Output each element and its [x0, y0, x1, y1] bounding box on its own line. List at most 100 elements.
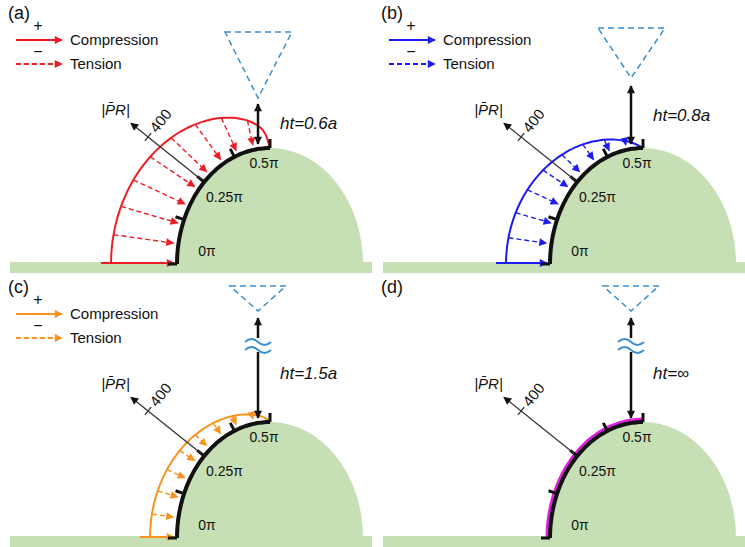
arc-tick	[230, 149, 234, 157]
compression-arrow	[496, 262, 547, 264]
sign-label: +	[406, 17, 415, 35]
pressure-axis	[504, 123, 574, 179]
tension-arrow	[247, 120, 252, 144]
legend-sample	[16, 39, 62, 41]
axis-label: |P̄R|	[101, 101, 130, 118]
height-label: ht=∞	[653, 365, 689, 384]
tension-arrow	[150, 157, 194, 187]
arc-tick	[176, 491, 185, 494]
arc-tick	[168, 537, 177, 540]
arc-tick	[642, 413, 645, 422]
pressure-axis	[131, 123, 201, 179]
angle-label: 0.5π	[622, 430, 651, 445]
tension-arrow	[195, 124, 220, 159]
axis-value: 400	[146, 106, 175, 136]
tension-arrow	[508, 238, 546, 243]
panel-art	[383, 286, 745, 547]
panel-tag: (c)	[8, 278, 29, 298]
panel-tag: (a)	[8, 4, 30, 24]
angle-label: 0.25π	[206, 191, 243, 206]
tension-arrow	[171, 138, 206, 172]
tension-arrow	[543, 170, 568, 187]
arc-tick	[168, 263, 177, 266]
tip-outline	[603, 286, 659, 311]
break-symbol	[618, 347, 644, 353]
tension-arrow	[114, 235, 174, 243]
particle-dome	[177, 422, 363, 538]
tip-outline	[225, 32, 292, 98]
tension-arrow	[195, 435, 206, 446]
break-symbol	[245, 339, 271, 345]
tension-arrow	[158, 491, 178, 497]
legend-sample	[16, 313, 62, 315]
pressure-envelope	[111, 118, 270, 264]
tip-outline	[230, 286, 286, 311]
sign-label: −	[33, 43, 42, 61]
break-symbol	[245, 347, 271, 353]
arc-tick	[603, 149, 607, 157]
height-arrow	[257, 318, 260, 418]
arc-tick	[269, 139, 272, 148]
sign-label: −	[406, 43, 415, 61]
arc-tick	[541, 263, 550, 266]
tension-arrow	[133, 180, 185, 204]
height-label: ht=1.5a	[280, 365, 337, 384]
tension-arrow	[221, 118, 236, 151]
legend-text: Tension	[70, 56, 122, 73]
axis-tick	[518, 133, 524, 141]
sign-label: −	[33, 317, 42, 335]
panel-tag: (d)	[381, 278, 403, 298]
axis-label: |P̄R|	[474, 101, 503, 118]
height-label: ht=0.6a	[280, 115, 337, 134]
angle-label: 0.25π	[206, 465, 243, 480]
angle-label: 0.5π	[249, 430, 278, 445]
break-gap	[245, 338, 271, 352]
axis-value: 400	[519, 106, 548, 136]
sign-label: +	[33, 291, 42, 309]
angle-label: 0.5π	[622, 156, 651, 171]
axis-tick	[145, 133, 151, 141]
arc-tick	[230, 423, 234, 431]
pressure-axis	[504, 397, 574, 453]
tension-arrow	[583, 144, 594, 159]
arc-tick	[603, 423, 607, 431]
angle-label: 0.25π	[579, 191, 616, 206]
height-label: ht=0.8a	[653, 107, 710, 126]
angle-label: 0.5π	[249, 156, 278, 171]
angle-label: 0π	[198, 244, 215, 259]
tension-arrow	[152, 514, 174, 517]
height-arrow	[630, 318, 633, 418]
legend-text: Compression	[70, 32, 158, 49]
angle-label: 0π	[571, 244, 588, 259]
arc-tick	[549, 491, 558, 494]
axis-tick	[145, 407, 151, 415]
panel-art	[10, 286, 372, 547]
arc-tick	[642, 139, 645, 148]
angle-label: 0π	[571, 518, 588, 533]
axis-value: 400	[146, 380, 175, 410]
tension-arrow	[604, 140, 609, 151]
legend-sample	[16, 63, 62, 65]
tension-arrow	[562, 155, 580, 172]
tension-arrow	[527, 190, 558, 204]
axis-label: |P̄R|	[474, 375, 503, 392]
panel-tag: (b)	[381, 4, 403, 24]
arc-tick	[269, 413, 272, 422]
height-arrow	[630, 86, 633, 144]
particle-dome	[550, 148, 736, 264]
angle-label: 0π	[198, 518, 215, 533]
particle-dome	[550, 422, 736, 538]
tension-arrow	[180, 451, 195, 461]
break-gap	[618, 338, 644, 352]
axis-label: |P̄R|	[101, 375, 130, 392]
tension-arrow	[121, 206, 178, 223]
legend-text: Tension	[443, 56, 495, 73]
tip-outline	[598, 28, 665, 78]
legend-sample	[389, 39, 435, 41]
arc-tick	[549, 217, 558, 220]
angle-label: 0.25π	[579, 465, 616, 480]
height-arrow	[257, 104, 260, 144]
axis-value: 400	[519, 380, 548, 410]
